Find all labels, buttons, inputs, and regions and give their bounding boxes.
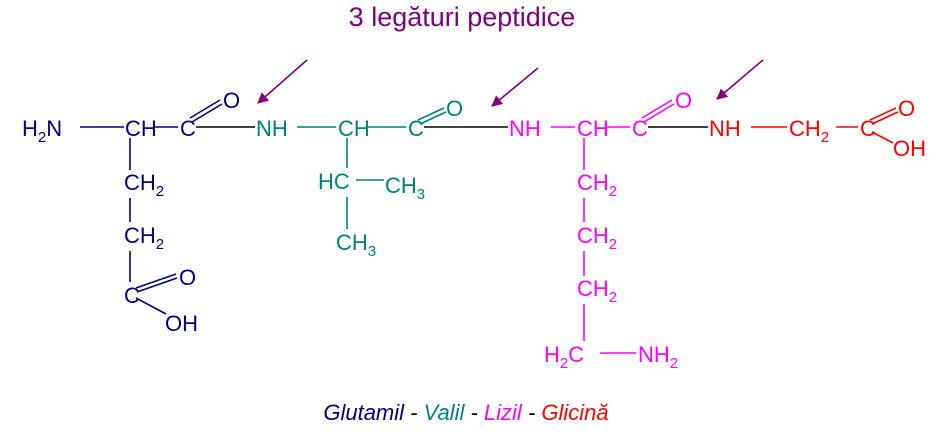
glycine-residue: NH CH2 C O OH <box>709 96 926 161</box>
val-ch3-bottom: CH3 <box>336 230 376 260</box>
lys-ch2-1: CH2 <box>577 170 617 200</box>
caption-glycine: Glicină <box>541 400 608 425</box>
caption-lysyl: Lizil <box>484 400 523 425</box>
glu-carbonyl-c: C <box>180 116 196 141</box>
peptide-bond-arrows <box>257 59 764 107</box>
valyl-residue: NH CH C O HC CH3 CH3 <box>256 96 463 260</box>
lysyl-bonds <box>551 99 675 354</box>
val-alpha-ch: CH <box>338 116 370 141</box>
lys-ch2-3: CH2 <box>577 276 617 306</box>
glu-ch2-2: CH2 <box>124 223 164 253</box>
val-amide-nh: NH <box>256 116 288 141</box>
lys-ch2-2: CH2 <box>577 223 617 253</box>
caption-sep-3: - <box>522 400 542 425</box>
glutamyl-residue: H2N CH C O CH2 CH2 C O OH <box>22 88 240 336</box>
glu-carbonyl-o: O <box>223 88 240 113</box>
gly-carboxyl-c: C <box>860 116 876 141</box>
gly-ch2: CH2 <box>789 116 829 146</box>
residue-caption: Glutamil - Valil - Lizil - Glicină <box>323 400 608 425</box>
val-side-hc: HC <box>318 169 350 194</box>
gly-carboxyl-oh: OH <box>893 136 926 161</box>
valyl-bonds <box>297 107 447 229</box>
arrow-peptide-bond-1 <box>257 59 308 104</box>
glu-side-oh: OH <box>165 311 198 336</box>
lys-alpha-ch: CH <box>577 116 609 141</box>
arrow-peptide-bond-2 <box>491 67 539 107</box>
lys-amide-nh: NH <box>509 116 541 141</box>
lys-carbonyl-o: O <box>675 88 692 113</box>
val-ch3-right: CH3 <box>385 173 425 203</box>
diagram-title: 3 legături peptidice <box>349 2 576 32</box>
caption-sep-1: - <box>404 400 424 425</box>
lysyl-residue: NH CH C O CH2 CH2 CH2 H2C NH2 <box>509 88 692 372</box>
caption-valyl: Valil <box>424 400 466 425</box>
glycine-bonds <box>751 107 899 144</box>
glu-side-c: C <box>124 283 140 308</box>
glu-alpha-ch: CH <box>125 116 157 141</box>
gly-carboxyl-o: O <box>898 96 915 121</box>
glutamyl-bonds <box>80 99 223 315</box>
gly-amide-nh: NH <box>709 116 741 141</box>
amino-group-h2n: H2N <box>22 116 62 146</box>
lys-terminal-nh2: NH2 <box>638 342 678 372</box>
glu-ch2-1: CH2 <box>124 170 164 200</box>
val-carbonyl-o: O <box>446 96 463 121</box>
caption-glutamyl: Glutamil <box>323 400 405 425</box>
glu-side-o: O <box>179 265 196 290</box>
lys-ch2-4: H2C <box>544 342 584 372</box>
arrow-peptide-bond-3 <box>716 59 764 100</box>
val-carbonyl-c: C <box>408 116 424 141</box>
caption-sep-2: - <box>464 400 484 425</box>
lys-carbonyl-c: C <box>632 116 648 141</box>
